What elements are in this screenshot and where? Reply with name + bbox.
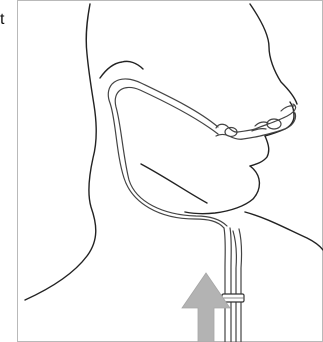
corner-label: t xyxy=(0,12,4,28)
illustration-frame xyxy=(17,0,323,342)
nasal-cannula-illustration xyxy=(17,0,323,342)
frame-border xyxy=(18,1,323,342)
